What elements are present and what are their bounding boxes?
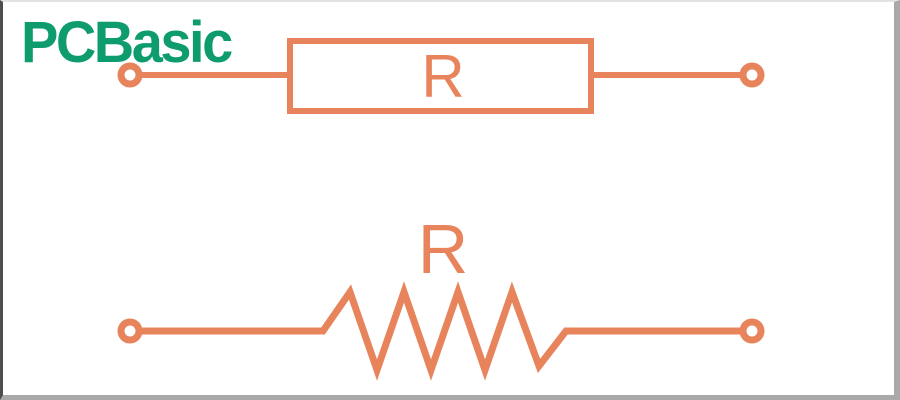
bottom-right-terminal-node-icon xyxy=(739,318,765,344)
bottom-left-terminal-node-icon xyxy=(117,318,143,344)
top-left-terminal-node-icon xyxy=(117,62,143,88)
zigzag-resistor-symbol xyxy=(117,281,765,381)
top-right-terminal-node-icon xyxy=(739,62,765,88)
box-resistor-symbol xyxy=(117,38,765,114)
resistor-schematic xyxy=(117,38,765,381)
pcbasic-logo: PCBasic xyxy=(21,8,233,75)
zigzag-element xyxy=(142,281,740,381)
box-resistor-label: R xyxy=(421,43,465,110)
zigzag-resistor-label: R xyxy=(417,210,469,288)
